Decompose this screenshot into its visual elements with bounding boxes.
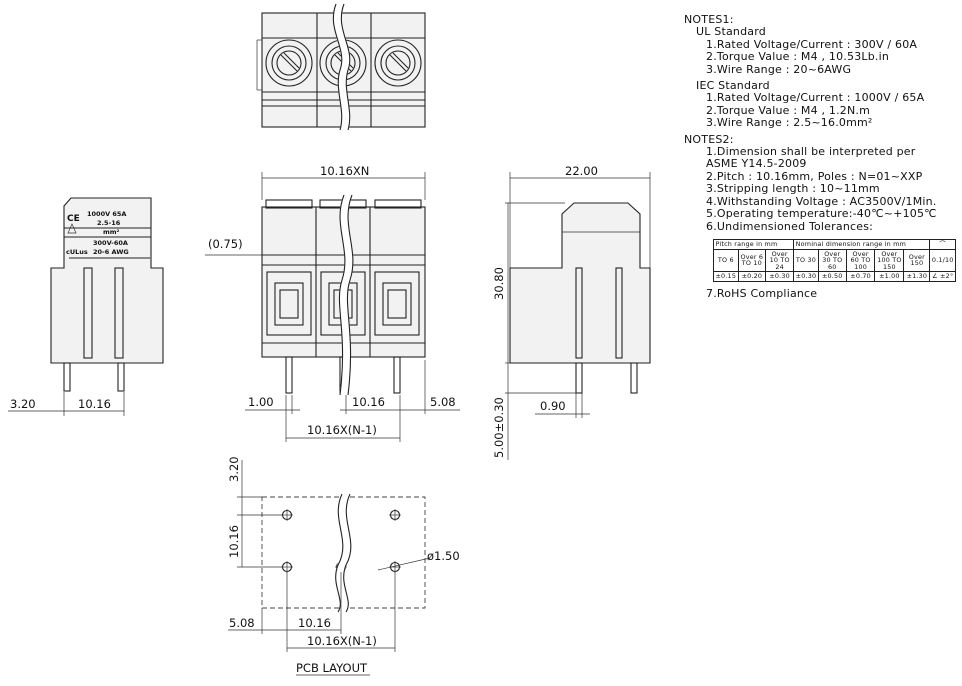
screw-1 [265,39,313,87]
dim-pitch-front: 10.16X(N-1) [307,423,377,437]
notes1-title: NOTES1: [684,13,734,26]
notes2-item: 2.Pitch : 10.16mm, Poles : N=01~XXP [706,169,923,183]
range-cell: TO 6 [713,248,739,273]
dim-10-16-left: 10.16 [78,397,111,411]
pcb-dim-3-20: 3.20 [227,456,241,482]
dim-1-00: 1.00 [248,395,274,409]
notes2-item: 6.Undimensioned Tolerances: [706,219,874,233]
vde-mark [67,223,77,234]
front-view: 10.16XN (0.75) 1.00 10.16 5.08 10.16X(N-… [205,164,460,442]
wire-entry-1 [266,271,312,336]
dim-0-75: (0.75) [208,237,243,251]
rohs-note: 7.RoHS Compliance [706,286,818,300]
tolerance-cell: ±0.70 [845,271,876,282]
label-line-1: 1000V 65A [87,210,126,218]
label-line-5: 20-6 AWG [93,248,129,256]
label-line-2: 2.5-16 [97,219,121,227]
top-view [256,2,426,132]
label-line-3: mm² [103,228,120,236]
ul-mark: cULus [66,248,88,256]
dim-3-20-left: 3.20 [10,397,36,411]
tolerance-cell: ±0.15 [713,271,739,282]
range-cell: Over 60 TO 100 [845,248,876,273]
dim-0-90: 0.90 [540,399,566,413]
range-cell: Over 10 TO 24 [765,248,795,273]
range-cell: TO 30 [793,248,819,273]
flatness-symbol: ⌒ [929,238,956,250]
dim-5-00: 5.00±0.30 [492,397,506,458]
notes2-title: NOTES2: [684,132,734,146]
tolerance-cell: ±0.50 [817,271,847,282]
angle-cell: ∠ ±2° [929,271,956,282]
dim-10-16-front: 10.16 [352,395,385,409]
nominal-range-header: Nominal dimension range in mm [793,238,931,250]
ul-item: 3.Wire Range : 20~6AWG [706,62,852,76]
dim-22-00: 22.00 [565,164,598,178]
notes2-item: 4.Withstanding Voltage : AC3500V/1Min. [706,194,937,208]
ul-item: 1.Rated Voltage/Current : 300V / 60A [706,37,918,51]
pcb-hole-diameter: ø1.50 [427,549,460,563]
dim-30-80: 30.80 [492,267,506,300]
side-view-left: CE 1000V 65A 2.5-16 mm² 300V-60A cULus 2… [8,197,164,416]
pitch-range-header: Pitch range in mm [712,238,795,250]
ce-mark: CE [67,214,80,224]
angle-value: ±2° [940,272,954,281]
notes2-item: 3.Stripping length : 10~11mm [706,182,880,196]
range-cell: Over 150 [903,248,931,273]
pcb-dim-10-16-v: 10.16 [227,525,241,558]
pcb-dim-10-16-h: 10.16 [298,616,331,630]
wire-entry-3 [374,271,420,336]
ul-item: 2.Torque Value : M4 , 10.53Lb.in [706,50,890,64]
range-cell: Over 30 TO 60 [817,248,847,273]
tolerance-cell: ±0.30 [793,271,819,282]
dim-10-16xn: 10.16XN [320,164,369,178]
iec-item: 1.Rated Voltage/Current : 1000V / 65A [706,91,925,105]
notes2-item: ASME Y14.5-2009 [706,157,807,171]
screw-3 [374,39,422,87]
flatness-value: 0.1/10 [929,248,956,273]
pcb-layout: 3.20 10.16 ø1.50 5.08 10.16 10.16X(N-1) … [227,456,460,676]
angle-symbol: ∠ [931,272,938,281]
notes2-item: 5.Operating temperature:-40℃~+105℃ [706,207,937,221]
range-cell: Over 100 TO 150 [874,248,905,273]
notes-panel: NOTES1: UL Standard 1.Rated Voltage/Curr… [684,13,956,300]
tolerance-cell: ±0.20 [737,271,767,282]
tolerance-table: Pitch range in mm Nominal dimension rang… [712,238,956,282]
label-line-4: 300V-60A [93,239,128,247]
dim-5-08-front: 5.08 [430,395,456,409]
side-view-right: 22.00 30.80 5.00±0.30 0.90 [492,164,651,460]
ul-standard-title: UL Standard [696,25,766,39]
range-cell: Over 6 TO 10 [737,248,767,273]
pcb-dim-5-08: 5.08 [229,616,255,630]
pcb-hole-2 [389,509,401,521]
pcb-dim-pitch: 10.16X(N-1) [307,634,377,648]
notes2-item: 1.Dimension shall be interpreted per [706,145,916,159]
iec-item: 2.Torque Value : M4 , 1.2N.m [706,103,871,117]
tolerance-cell: ±1.00 [874,271,905,282]
tolerance-cell: ±0.30 [765,271,795,282]
iec-standard-title: IEC Standard [696,79,770,93]
tolerance-cell: ±1.30 [903,271,931,282]
pcb-layout-title: PCB LAYOUT [296,661,368,675]
iec-item: 3.Wire Range : 2.5~16.0mm² [706,116,873,130]
